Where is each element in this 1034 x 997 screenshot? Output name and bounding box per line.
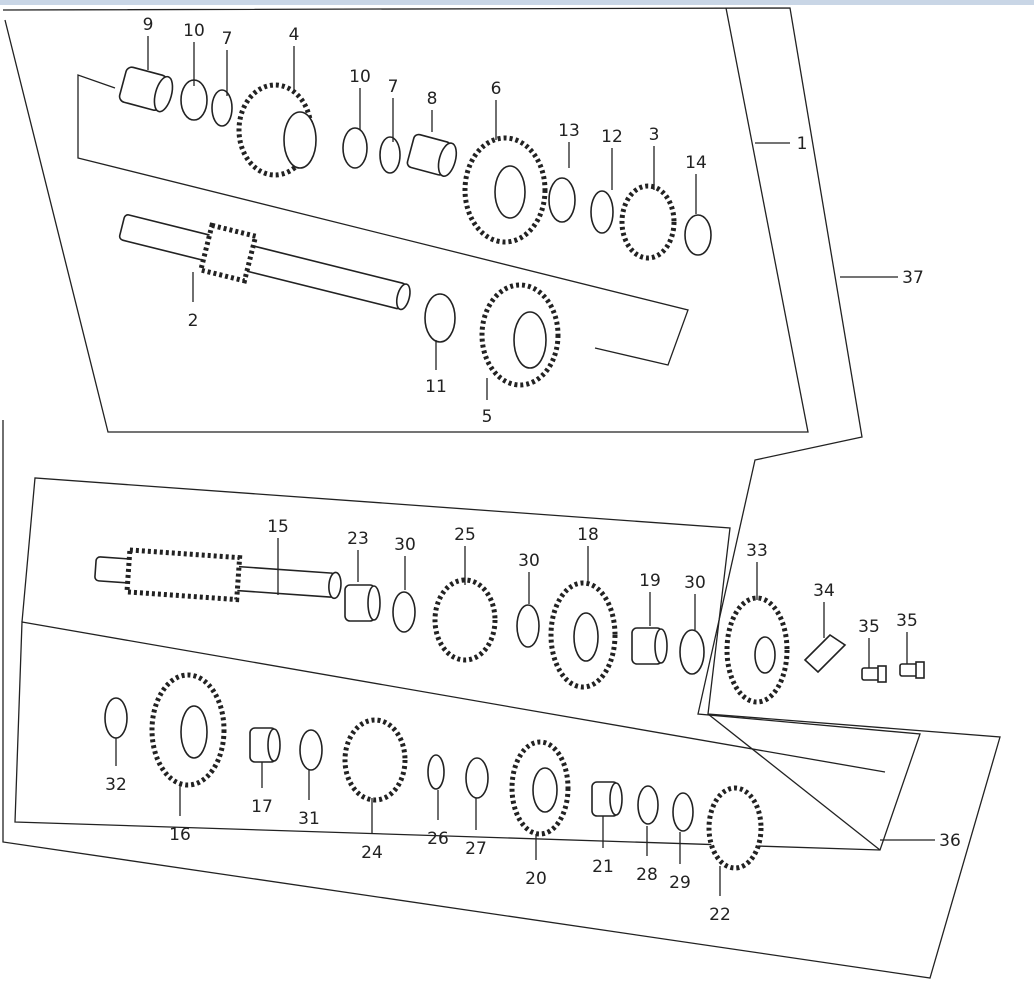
circlip-26 (427, 754, 445, 790)
outline-36 (707, 713, 881, 851)
outline-lower-shaft (2, 420, 1001, 979)
gear-24 (342, 717, 408, 803)
leader-lines (115, 36, 935, 896)
bearing-8 (406, 133, 458, 178)
callout-23: 23 (347, 529, 369, 549)
callout-26: 26 (427, 829, 449, 849)
callout-19: 19 (639, 571, 661, 591)
callout-29: 29 (669, 873, 691, 893)
callout-28: 28 (636, 865, 658, 885)
callout-21: 21 (592, 857, 614, 877)
washer-13 (548, 177, 576, 223)
outline-inner-top (77, 74, 689, 366)
callout-17: 17 (251, 797, 273, 817)
bushing-9 (118, 66, 174, 113)
callout-20: 20 (525, 869, 547, 889)
bushing-17 (249, 727, 281, 763)
callout-32: 32 (105, 775, 127, 795)
callout-30: 30 (394, 535, 416, 555)
callout-36: 36 (939, 831, 961, 851)
gear-25 (432, 577, 498, 663)
callout-16: 16 (169, 825, 191, 845)
circlip-7a (211, 89, 233, 127)
washer-30a (392, 591, 416, 633)
outline-37 (2, 7, 921, 851)
plate-34 (803, 633, 847, 674)
callout-7: 7 (388, 77, 399, 97)
callout-1: 1 (797, 134, 808, 154)
main-shaft-2 (118, 214, 411, 311)
bolt-35b (899, 661, 925, 679)
washer-28 (637, 785, 659, 825)
callout-10: 10 (183, 21, 205, 41)
callout-4: 4 (289, 25, 300, 45)
callout-22: 22 (709, 905, 731, 925)
callout-35: 35 (896, 611, 918, 631)
callout-27: 27 (465, 839, 487, 859)
parts-countershaft (94, 547, 925, 871)
callout-6: 6 (491, 79, 502, 99)
callout-9: 9 (143, 15, 154, 35)
washer-10b (342, 127, 368, 169)
washer-31 (299, 729, 323, 771)
callout-33: 33 (746, 541, 768, 561)
bushing-23 (344, 584, 381, 622)
washer-27 (465, 757, 489, 799)
parts-main-shaft (118, 66, 712, 388)
gear-3 (619, 183, 677, 261)
bolt-35a (861, 665, 887, 683)
callout-5: 5 (482, 407, 493, 427)
gear-22 (706, 785, 764, 871)
washer-11 (424, 293, 456, 343)
washer-12 (590, 190, 614, 234)
callout-labels: 9 10 7 4 10 7 8 6 13 12 3 14 1 37 2 11 5… (105, 15, 961, 925)
callout-25: 25 (454, 525, 476, 545)
callout-31: 31 (298, 809, 320, 829)
washer-30c (679, 629, 705, 675)
callout-24: 24 (361, 843, 383, 863)
callout-8: 8 (427, 89, 438, 109)
callout-12: 12 (601, 127, 623, 147)
callout-7: 7 (222, 29, 233, 49)
circlip-7b (379, 136, 401, 174)
bushing-21 (591, 781, 623, 817)
callout-15: 15 (267, 517, 289, 537)
washer-29 (672, 792, 694, 832)
callout-35: 35 (858, 617, 880, 637)
callout-3: 3 (649, 125, 660, 145)
callout-14: 14 (685, 153, 707, 173)
group-outlines (2, 7, 1001, 979)
outline-1 (4, 7, 809, 433)
callout-13: 13 (558, 121, 580, 141)
callout-30: 30 (518, 551, 540, 571)
callout-10: 10 (349, 67, 371, 87)
countershaft-15 (94, 547, 342, 603)
washer-32 (104, 697, 128, 739)
callout-2: 2 (188, 311, 199, 331)
washer-14 (684, 214, 712, 256)
callout-34: 34 (813, 581, 835, 601)
callout-11: 11 (425, 377, 447, 397)
washer-30b (516, 604, 540, 648)
window-top-bar (0, 0, 1034, 5)
callout-18: 18 (577, 525, 599, 545)
bushing-19 (631, 627, 668, 665)
callout-30: 30 (684, 573, 706, 593)
callout-37: 37 (902, 268, 924, 288)
